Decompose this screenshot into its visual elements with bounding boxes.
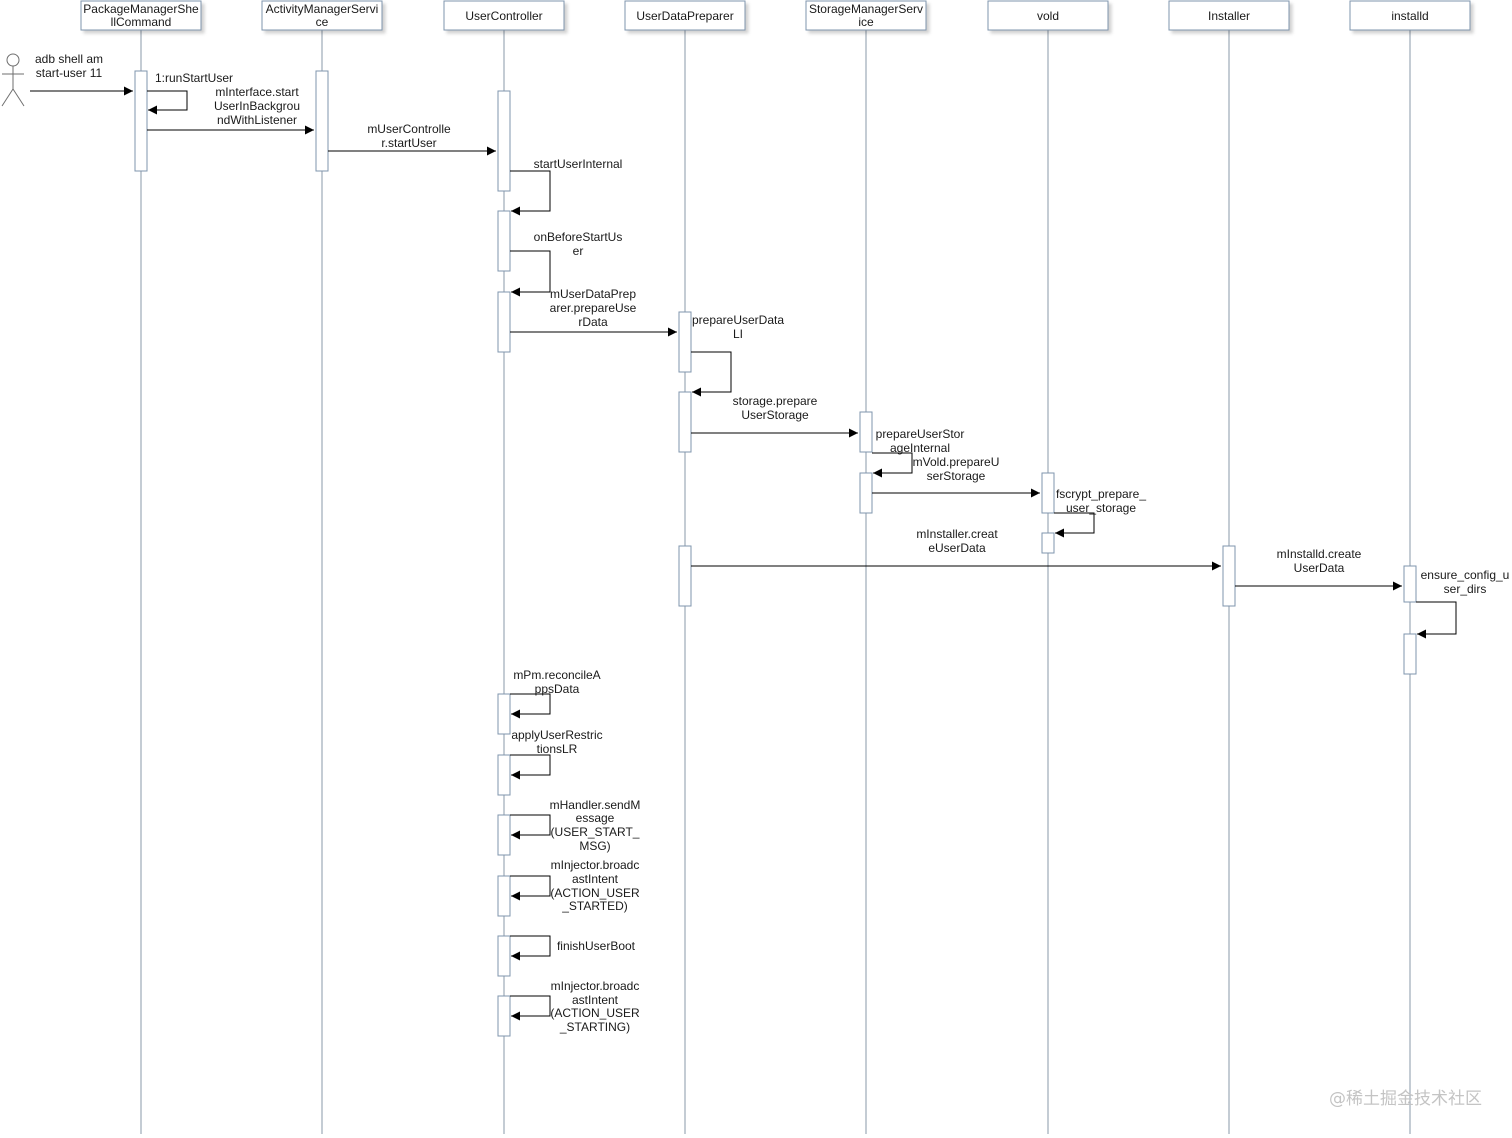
activation-vold-1: [1041, 472, 1055, 514]
svg-text:vold: vold: [1037, 9, 1059, 23]
activation-vold-2: [1041, 532, 1055, 554]
message-arrow-m14: [1416, 601, 1457, 639]
activation-uc-1: [497, 90, 511, 192]
activation-uc-2: [497, 210, 511, 272]
participant-vold-line-1: vold: [1037, 9, 1059, 23]
activation-uc-3: [497, 291, 511, 353]
activation-udp-1: [678, 311, 692, 373]
participant-sms-line-1: StorageManagerServ: [809, 2, 923, 16]
message-arrow-m4: [510, 170, 551, 216]
activation-sms-1: [859, 411, 873, 453]
svg-text:UserDataPreparer: UserDataPreparer: [636, 9, 733, 23]
participant-installd-line-1: installd: [1391, 9, 1428, 23]
message-arrow-m18: [510, 875, 551, 901]
message-arrow-m19: [510, 935, 551, 961]
activation-uc-4: [497, 693, 511, 735]
activations: [134, 70, 1417, 1037]
participant-sms-line-2: ice: [858, 15, 874, 29]
message-arrow-m7: [691, 351, 732, 397]
participant-pmsc-line-1: PackageManagerShe: [83, 2, 199, 16]
message-arrow-m1: [147, 90, 188, 115]
participant-ams-line-2: ce: [316, 15, 329, 29]
activation-ams: [315, 70, 329, 172]
svg-text:installd: installd: [1391, 9, 1428, 23]
message-arrow-m11: [1054, 512, 1095, 538]
message-arrow-m20: [510, 995, 551, 1021]
messages: [30, 86, 1457, 1021]
message-label-m4: startUserInternal: [534, 157, 623, 171]
message-arrow-m17: [510, 814, 551, 840]
actor-icon: [1, 53, 25, 107]
activation-pmsc: [134, 70, 148, 172]
watermark: @稀土掘金技术社区: [1329, 1089, 1482, 1109]
activation-inst: [1222, 545, 1236, 607]
message-arrow-m16: [510, 754, 551, 780]
activation-installd-1: [1403, 565, 1417, 603]
actor-label-line-2: start-user 11: [36, 66, 103, 80]
participant-ams-line-1: ActivityManagerServi: [266, 2, 379, 16]
participant-pmsc-line-2: llCommand: [111, 15, 172, 29]
activation-udp-2: [678, 391, 692, 453]
svg-text:Installer: Installer: [1208, 9, 1250, 23]
activation-uc-8: [497, 935, 511, 977]
activation-udp-3: [678, 545, 692, 607]
participant-inst: Installer: [1168, 0, 1290, 31]
activation-uc-6: [497, 814, 511, 856]
message-arrow-m15: [510, 693, 551, 719]
activation-sms-2: [859, 472, 873, 514]
activation-uc-9: [497, 995, 511, 1037]
participant-installd: installd: [1349, 0, 1471, 31]
participant-uc-line-1: UserController: [465, 9, 542, 23]
message-label-m1: 1:runStartUser: [155, 71, 233, 85]
activation-installd-2: [1403, 633, 1417, 675]
participant-inst-line-1: Installer: [1208, 9, 1250, 23]
message-label-m11: fscrypt_prepare_user_storage: [1056, 487, 1146, 515]
lifelines: [140, 30, 1411, 1134]
message-arrow-m9: [872, 452, 913, 478]
participant-uc: UserController: [443, 0, 565, 31]
participant-udp: UserDataPreparer: [624, 0, 746, 31]
actor-label-line-1: adb shell am: [35, 52, 103, 66]
participant-vold: vold: [987, 0, 1109, 31]
svg-text:UserController: UserController: [465, 9, 542, 23]
participant-udp-line-1: UserDataPreparer: [636, 9, 733, 23]
message-arrow-m5: [510, 250, 551, 297]
activation-uc-5: [497, 754, 511, 796]
message-label-m19: finishUserBoot: [557, 939, 636, 953]
activation-uc-7: [497, 875, 511, 917]
